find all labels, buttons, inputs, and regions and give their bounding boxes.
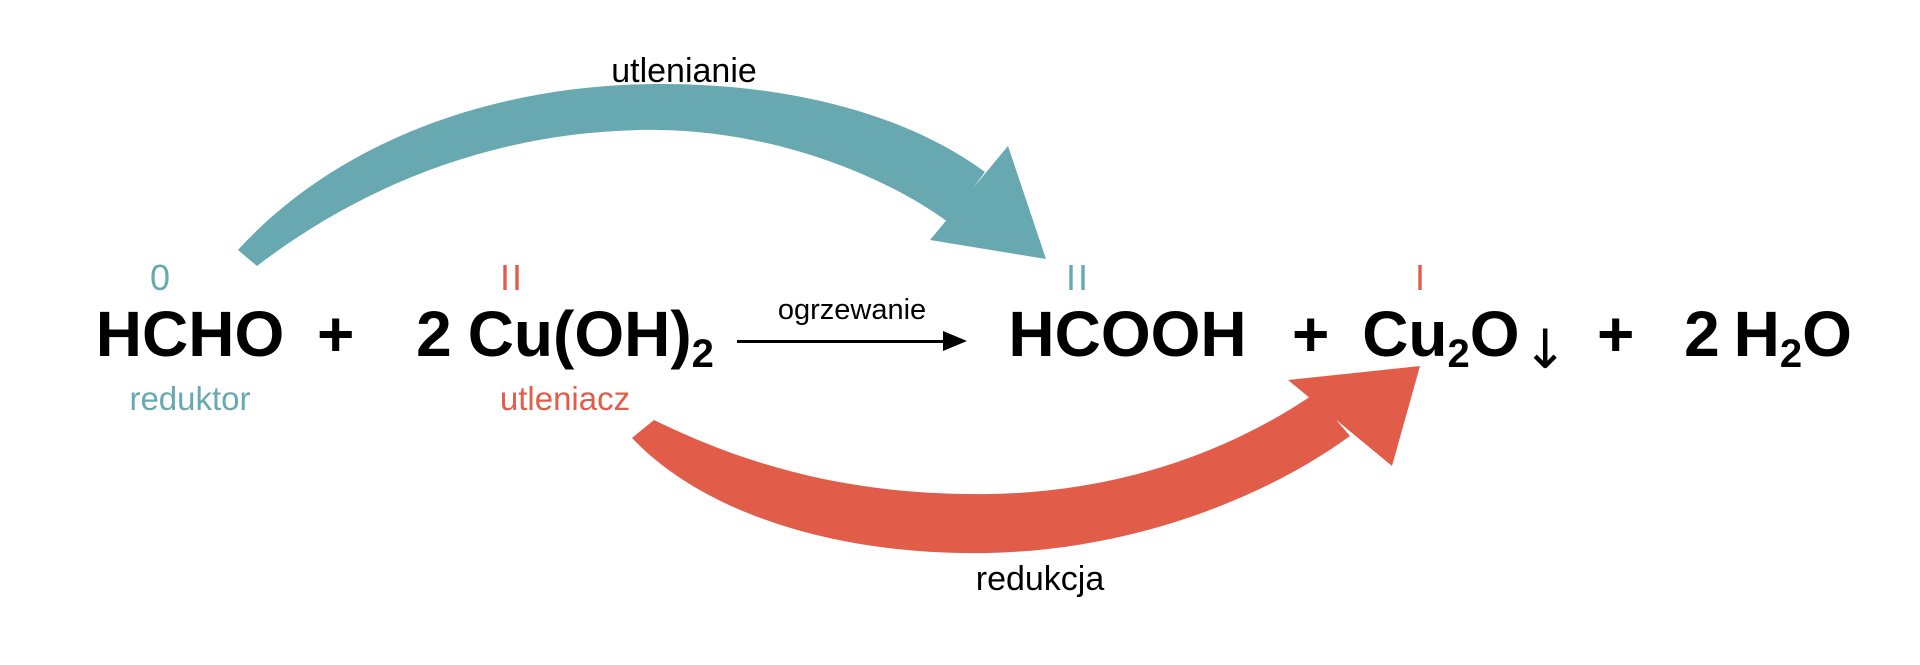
reduction-arrow-body xyxy=(632,394,1350,554)
formula-cu2o-pre: Cu xyxy=(1362,298,1448,370)
oxidation-curved-arrow xyxy=(238,84,1046,266)
condition-label: ogrzewanie xyxy=(777,294,927,326)
reduction-arrow-label: redukcja xyxy=(975,560,1105,598)
plus-operator-2: + xyxy=(1292,298,1330,370)
oxidation-state-hcooh: II xyxy=(1065,257,1091,298)
reaction-arrowhead-icon xyxy=(943,331,967,351)
formula-h2o-pre: H xyxy=(1733,298,1780,370)
oxidation-state-cu2o: I xyxy=(1414,257,1428,298)
species-formaldehyde: 0 HCHO reduktor xyxy=(85,260,295,417)
reaction-arrow-group: ogrzewanie xyxy=(737,294,967,351)
oxidation-arrowhead-icon xyxy=(930,146,1046,259)
formula-cu2o-subscript: 2 xyxy=(1447,332,1470,376)
oxidation-arrow-body xyxy=(238,84,985,266)
formula-cuoh2-subscript: 2 xyxy=(691,332,714,376)
reduction-curved-arrow xyxy=(632,366,1420,554)
formula-hcho: HCHO xyxy=(95,298,285,370)
coefficient-cuoh2: 2 xyxy=(416,298,452,370)
formula-cu2o: Cu2O↓ xyxy=(1360,302,1570,377)
reaction-arrow xyxy=(737,331,967,351)
formula-h2o-subscript: 2 xyxy=(1779,332,1803,376)
plus-operator-3: + xyxy=(1597,298,1635,370)
role-label-utleniacz: utleniacz xyxy=(499,380,631,417)
oxidation-arrow-label: utlenianie xyxy=(611,52,757,90)
oxidation-state-cuoh2: II xyxy=(499,257,525,298)
formula-h2o-post: O xyxy=(1802,298,1852,370)
precipitate-down-arrow-icon: ↓ xyxy=(1522,318,1568,381)
species-formic-acid: II HCOOH xyxy=(1005,260,1250,370)
role-label-reduktor: reduktor xyxy=(129,380,251,417)
formula-cu2o-post: O xyxy=(1469,298,1520,370)
oxidation-state-hcho: 0 xyxy=(149,257,173,298)
species-copper-oxide: I Cu2O↓ xyxy=(1360,260,1570,377)
coefficient-h2o: 2 xyxy=(1684,298,1720,370)
reduction-arrowhead-icon xyxy=(1288,366,1420,466)
formula-hcooh: HCOOH xyxy=(1008,298,1247,370)
formula-cuoh2-main: Cu(OH) xyxy=(467,298,692,370)
plus-operator-1: + xyxy=(317,298,355,370)
reaction-arrow-line xyxy=(737,339,945,343)
